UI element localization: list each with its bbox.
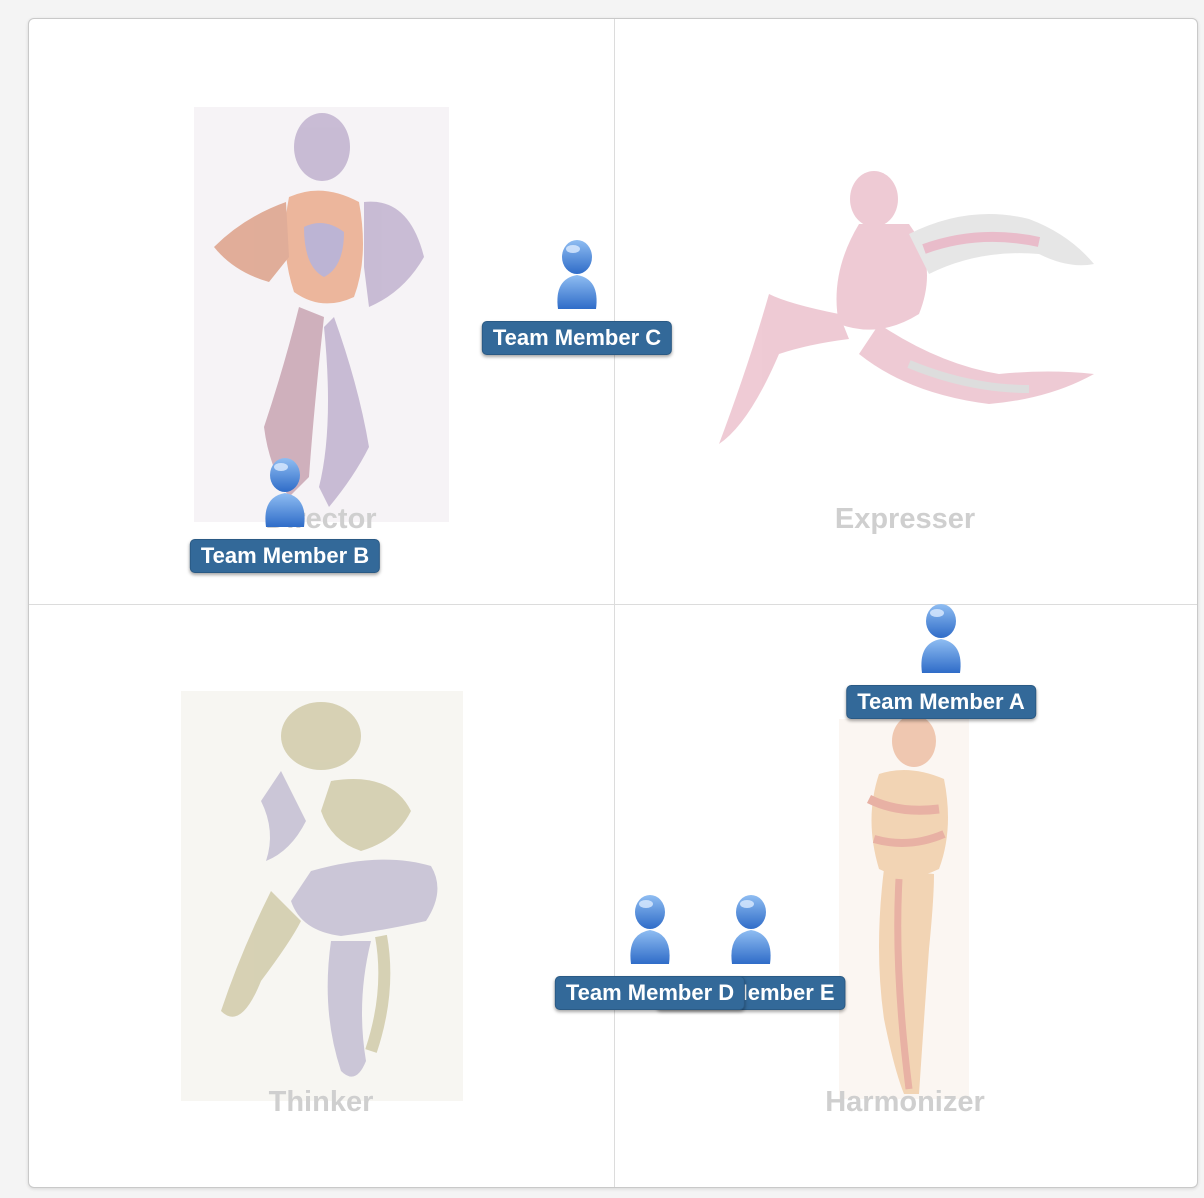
member-tag: Team Member D xyxy=(555,976,745,1010)
quadrant-label-thinker: Thinker xyxy=(171,1086,471,1119)
person-icon xyxy=(623,892,677,968)
member-tag: Team Member B xyxy=(190,539,380,573)
quadrant-label-director: Director xyxy=(171,503,471,536)
harmonizer-figure xyxy=(839,719,969,1099)
person-icon xyxy=(550,237,604,313)
person-icon xyxy=(258,455,312,531)
quadrant-board: Director Expresser Thinker Harmonizer Te… xyxy=(28,18,1198,1188)
quadrant-label-harmonizer: Harmonizer xyxy=(755,1086,1055,1119)
horizontal-divider xyxy=(29,604,1197,605)
person-icon xyxy=(724,892,778,968)
expresser-figure xyxy=(709,164,1099,464)
member-tag: Team Member A xyxy=(846,685,1036,719)
person-icon xyxy=(914,601,968,677)
member-tag: Team Member C xyxy=(482,321,672,355)
vertical-divider xyxy=(614,19,615,1187)
quadrant-label-expresser: Expresser xyxy=(755,503,1055,536)
director-figure xyxy=(194,107,449,522)
thinker-figure xyxy=(181,691,463,1101)
